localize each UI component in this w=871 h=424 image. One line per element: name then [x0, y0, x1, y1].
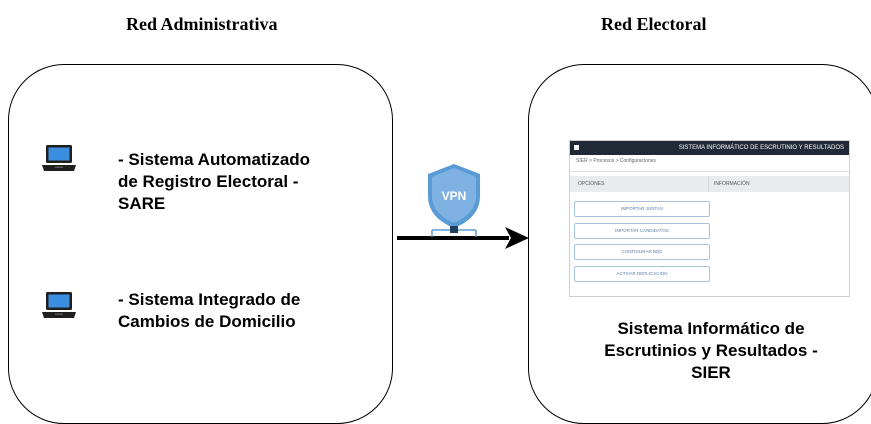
app-menu-icon [574, 145, 579, 150]
panel-header-informacion: INFORMACIÓN [714, 181, 750, 187]
sier-caption: Sistema Informático de Escrutinios y Res… [604, 319, 818, 382]
vpn-shield-icon: VPN [428, 164, 480, 237]
connection-arrow [397, 227, 529, 249]
laptop-icon [42, 145, 76, 171]
item-sare-text: - Sistema Automatizado de Registro Elect… [118, 150, 311, 213]
heading-red-administrativa: Red Administrativa [126, 14, 278, 34]
vpn-label: VPN [442, 189, 467, 203]
configurar-bdd-button[interactable]: CONFIGURAR BDD [574, 244, 710, 260]
laptop-icon [42, 292, 76, 318]
red-administrativa-box [8, 64, 393, 424]
breadcrumb: SIER > Procesos > Configuraciones [570, 155, 849, 172]
sier-app-titlebar: SISTEMA INFORMÁTICO DE ESCRUTINIO Y RESU… [570, 141, 849, 155]
panel-header-opciones: OPCIONES [578, 181, 605, 187]
panel-headers: OPCIONES INFORMACIÓN [570, 176, 849, 192]
sier-app-title: SISTEMA INFORMÁTICO DE ESCRUTINIO Y RESU… [678, 145, 844, 151]
heading-red-electoral: Red Electoral [601, 14, 707, 34]
activar-replicacion-button[interactable]: ACTIVAR REPLICACIÓN [574, 266, 710, 282]
importar-candidatos-button[interactable]: IMPORTAR CANDIDATOS [574, 223, 710, 239]
sier-app-screenshot: SISTEMA INFORMÁTICO DE ESCRUTINIO Y RESU… [569, 140, 850, 297]
panel-divider [708, 176, 709, 192]
importar-juntas-button[interactable]: IMPORTAR JUNTAS [574, 201, 710, 217]
item-cambios-domicilio-text: - Sistema Integrado de Cambios de Domici… [118, 290, 301, 331]
